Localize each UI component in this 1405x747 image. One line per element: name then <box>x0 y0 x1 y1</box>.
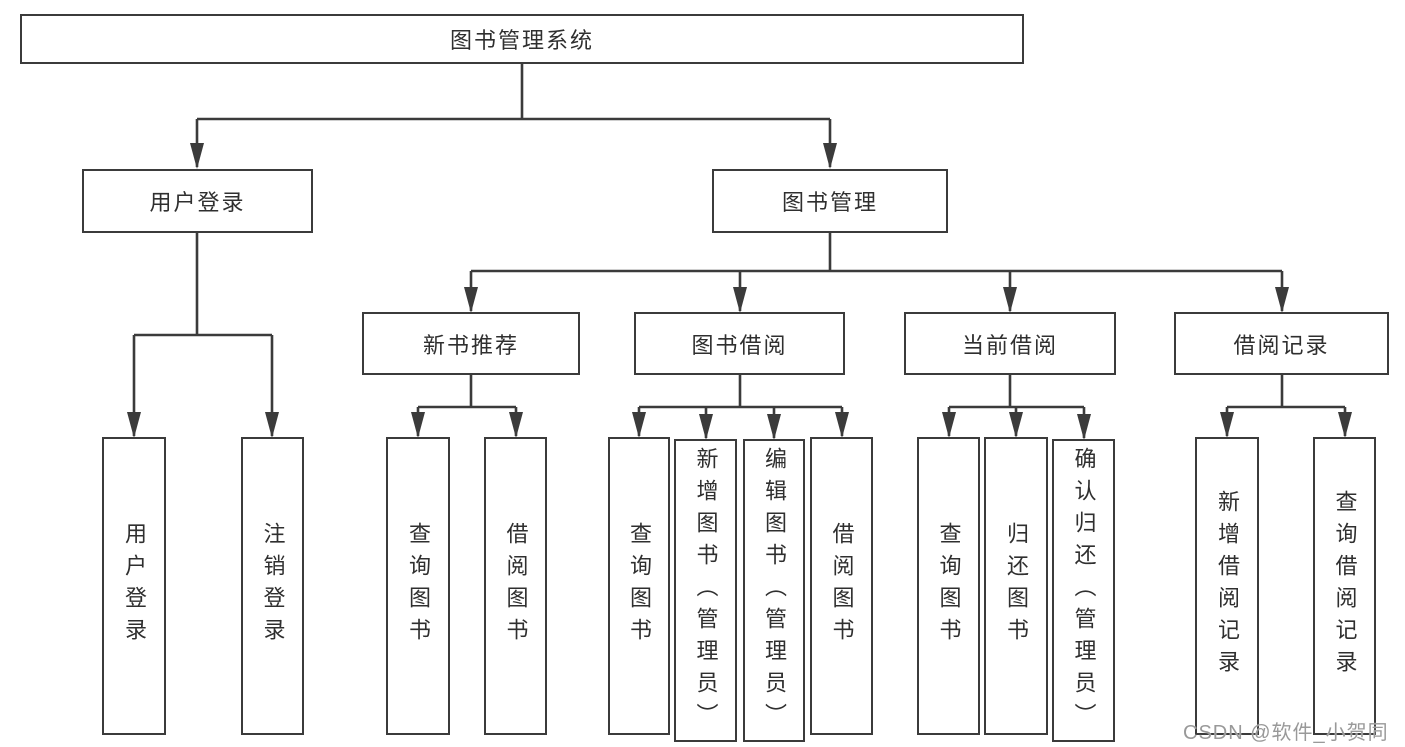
leaf-recommend-query-books: 查询图书 <box>386 437 450 735</box>
leaf-return-books: 归还图书 <box>984 437 1048 735</box>
leaf-current-query-books: 查询图书 <box>917 437 980 735</box>
leaf-edit-books-admin: 编辑图书（管理员） <box>743 439 805 742</box>
leaf-query-borrow-record: 查询借阅记录 <box>1313 437 1376 735</box>
leaf-recommend-borrow-books: 借阅图书 <box>484 437 547 735</box>
node-current-borrow: 当前借阅 <box>904 312 1116 375</box>
leaf-borrow-query-books: 查询图书 <box>608 437 670 735</box>
leaf-add-books-admin: 新增图书（管理员） <box>674 439 737 742</box>
leaf-confirm-return-admin: 确认归还（管理员） <box>1052 439 1115 742</box>
connector-book-management <box>471 233 1282 273</box>
leaf-add-borrow-record: 新增借阅记录 <box>1195 437 1259 735</box>
node-borrow-records: 借阅记录 <box>1174 312 1389 375</box>
leaf-borrow-borrow-books: 借阅图书 <box>810 437 873 735</box>
connector-borrow-records <box>1227 375 1345 409</box>
connector-book-borrow <box>639 375 842 409</box>
node-root: 图书管理系统 <box>20 14 1024 64</box>
connector-new-book-recommend <box>418 375 516 409</box>
node-new-book-recommend: 新书推荐 <box>362 312 580 375</box>
leaf-user-login: 用户登录 <box>102 437 166 735</box>
csdn-watermark: CSDN @软件_小贺同学 <box>1183 722 1389 744</box>
node-book-borrow: 图书借阅 <box>634 312 845 375</box>
node-book-management: 图书管理 <box>712 169 948 233</box>
connector-current-borrow <box>949 375 1084 409</box>
connector-user-login <box>134 233 272 337</box>
leaf-logout: 注销登录 <box>241 437 304 735</box>
node-user-login: 用户登录 <box>82 169 313 233</box>
connector-root <box>197 64 830 121</box>
